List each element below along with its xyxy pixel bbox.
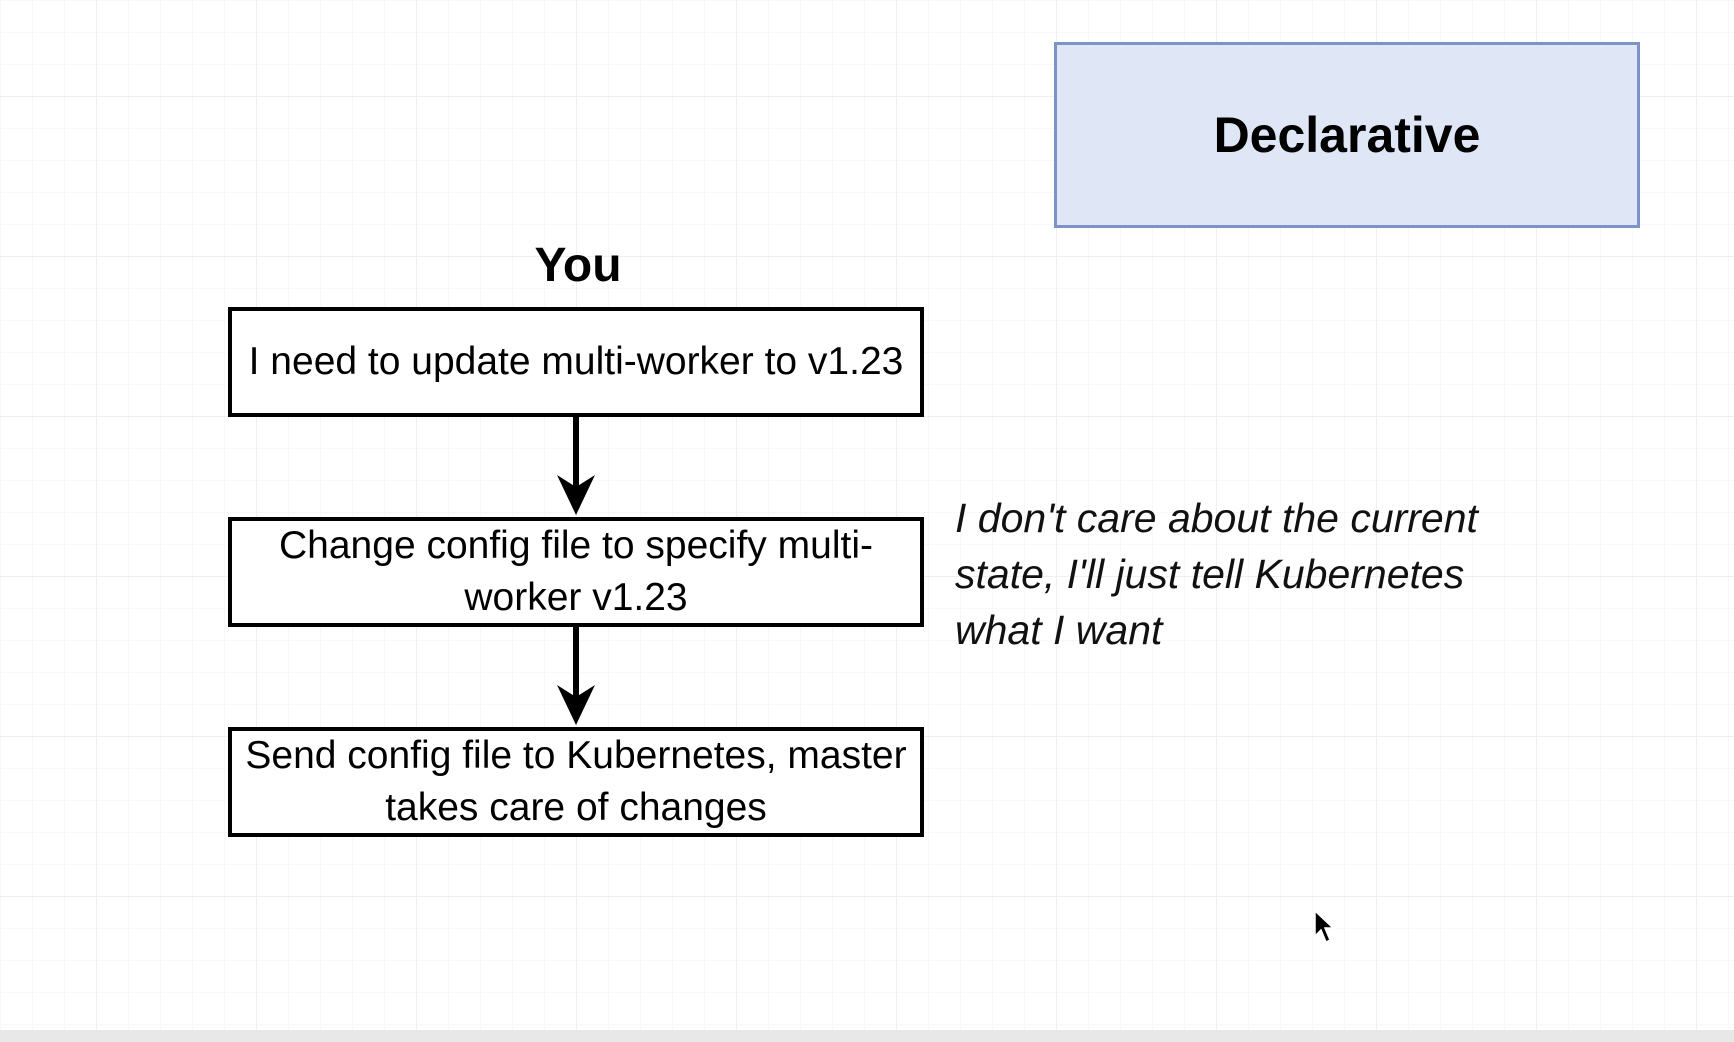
mouse-pointer-icon	[1314, 910, 1335, 944]
declarative-title-box: Declarative	[1054, 42, 1640, 228]
step-box-update-request: I need to update multi-worker to v1.23	[228, 307, 924, 417]
bottom-band	[0, 1030, 1734, 1042]
step-text-change-config: Change config file to specify multi-work…	[279, 524, 873, 619]
declarative-note: I don't care about the current state, I'…	[955, 495, 1478, 653]
step-text-send-config: Send config file to Kubernetes, master t…	[245, 734, 907, 829]
arrow-down-icon	[557, 417, 595, 515]
arrow-down-icon	[557, 627, 595, 725]
step-box-send-config: Send config file to Kubernetes, master t…	[228, 727, 924, 837]
step-text-update-request: I need to update multi-worker to v1.23	[248, 340, 904, 383]
you-heading: You	[534, 239, 622, 292]
step-box-change-config: Change config file to specify multi-work…	[228, 517, 924, 627]
declarative-title-label: Declarative	[1213, 107, 1481, 163]
